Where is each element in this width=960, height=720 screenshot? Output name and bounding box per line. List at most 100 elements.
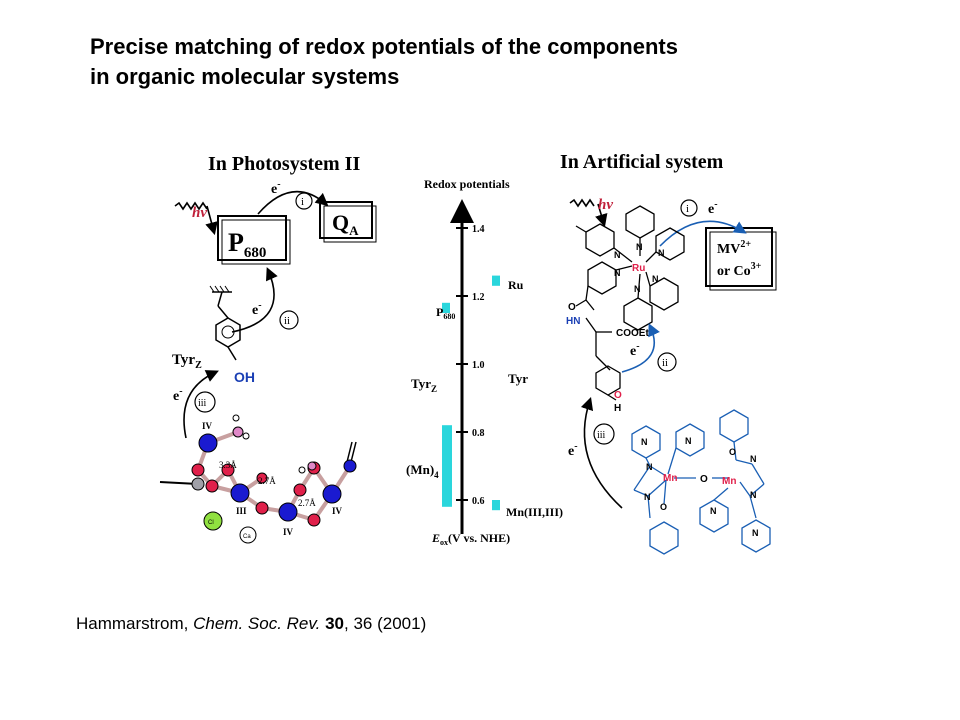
dist-label-1: 3.3Å [219,460,237,470]
citation-volume: 30 [325,614,345,633]
ru-label: Ru [632,263,645,274]
title-line-1: Precise matching of redox potentials of … [90,34,678,59]
electron-transfer-arrow-i [257,190,329,215]
artificial-arrow-i [659,220,747,247]
psii-step-i: i [301,196,304,208]
acceptor-line-1: MV2+ [717,239,751,257]
dist-label-2: 2.7Å [258,476,276,486]
scale-mn-right-label: Mn(III,III) [506,505,563,519]
citation: Hammarstrom, Chem. Soc. Rev. 30, 36 (200… [76,614,426,634]
ru-ligand-n-3: N [614,250,621,260]
p680-box [217,215,287,261]
mn-dimer-n-7: N [710,506,717,516]
marker-mn-right [492,500,500,511]
mn-dimer-n-6: N [750,490,757,500]
psii-step-iii: iii [198,398,207,409]
title-line-2: in organic molecular systems [90,64,400,89]
scale-tick-label: 1.4 [472,224,485,235]
ru-ligand-n-6: N [634,284,641,294]
mn-a-label: Mn [663,473,677,484]
scale-axis-label: Eox(V vs. NHE) [431,531,510,547]
bridging-o-label: O [700,474,708,485]
citation-author: Hammarstrom, [76,614,194,633]
artificial-hv-wavy-arrow [569,198,595,208]
psii-electron-i: e- [271,179,281,197]
artificial-arrow-iii [580,396,623,509]
marker-ru [492,275,500,286]
scale-heading: Redox potentials [424,177,510,191]
citation-rest: , 36 (2001) [344,614,427,633]
mn-dimer-n-4: N [644,492,651,502]
electron-transfer-arrow-ii [231,267,278,333]
ca-label: Ca [243,534,251,540]
redox-scale: Redox potentials 1.4 1.2 1.0 0.8 0.6 P680 Ty… [406,177,563,547]
mn-atom [322,484,342,504]
cooet-label: COOEt [616,328,649,339]
qa-label: QA [332,210,359,238]
slide-title: Precise matching of redox potentials of … [90,32,678,92]
mn-dimer-n-3: N [646,462,653,472]
hv-wavy-arrow [174,201,208,211]
tyr-ring [215,317,241,348]
mn-dimer-o-1: O [660,502,667,512]
mn-dimer-n-1: N [641,437,648,447]
acceptor-line-2: or Co3+ [717,261,762,279]
p680-label: P680 [228,228,266,261]
dist-label-3: 2.7Å [298,498,316,508]
scale-tick-label: 1.0 [472,360,485,371]
artificial-h-label: H [614,403,621,414]
artificial-hv-label: hv [598,197,613,213]
scale-tick-label: 0.6 [472,496,485,507]
scale-p680-label: P680 [436,305,455,321]
hn-label: HN [566,316,580,327]
mn-roman-iii: III [236,506,247,516]
psii-electron-ii: e- [252,300,262,318]
artificial-step-i: i [686,203,689,215]
artificial-step-ii: ii [662,357,668,369]
artificial-arrow-ii [621,323,660,373]
ru-complex [575,205,685,371]
marker-p680 [442,302,450,313]
electron-transfer-arrow-iii [183,370,219,439]
cl-label: Cl [208,520,214,526]
scale-tick-label: 1.2 [472,292,485,303]
ru-ligand-n-4: N [614,268,621,278]
scale-tick-label: 0.8 [472,428,485,439]
scale-mn4-label: (Mn)4 [406,462,439,480]
mn-atom [230,483,250,503]
mn-dimer-o-2: O [729,447,736,457]
psii-step-ii: ii [284,315,290,327]
mn-roman-iv-a: IV [202,421,213,431]
tyrz-label: TyrZ [172,352,202,371]
mn-dimer [631,409,771,555]
psii-hv-label: hv [192,205,207,221]
mn-dimer-n-2: N [685,436,692,446]
mn-b-label: Mn [722,476,736,487]
ru-ligand-n-5: N [652,274,659,284]
citation-journal: Chem. Soc. Rev. [193,614,321,633]
amide-o-label: O [568,302,576,313]
psii-heading: In Photosystem II [208,153,360,175]
psii-panel: In Photosystem II hv P680 QA e- i e- ii [159,153,377,544]
scale-tyrz-label: TyrZ [411,376,437,394]
tyr-oh-label: OH [234,369,255,385]
artificial-panel: In Artificial system hv MV2+ or Co3+ i e… [560,151,777,555]
mn-roman-iv-c: IV [332,506,343,516]
scale-tyr-right-label: Tyr [508,371,528,386]
ru-ligand-n-1: N [636,242,643,252]
mn-atom [278,502,298,522]
mn-atom [198,433,218,453]
artificial-o-label: O [614,390,622,401]
mn-dimer-n-8: N [752,528,759,538]
artificial-electron-iii: e- [568,441,578,459]
artificial-step-iii: iii [597,430,606,441]
marker-mn4 [442,425,452,507]
ru-ligand-n-2: N [658,248,665,258]
artificial-electron-ii: e- [630,341,640,359]
mn-dimer-n-5: N [750,454,757,464]
artificial-heading: In Artificial system [560,151,724,173]
mn-roman-iv-b: IV [283,527,294,537]
psii-electron-iii: e- [173,386,183,404]
qa-box [319,201,373,239]
